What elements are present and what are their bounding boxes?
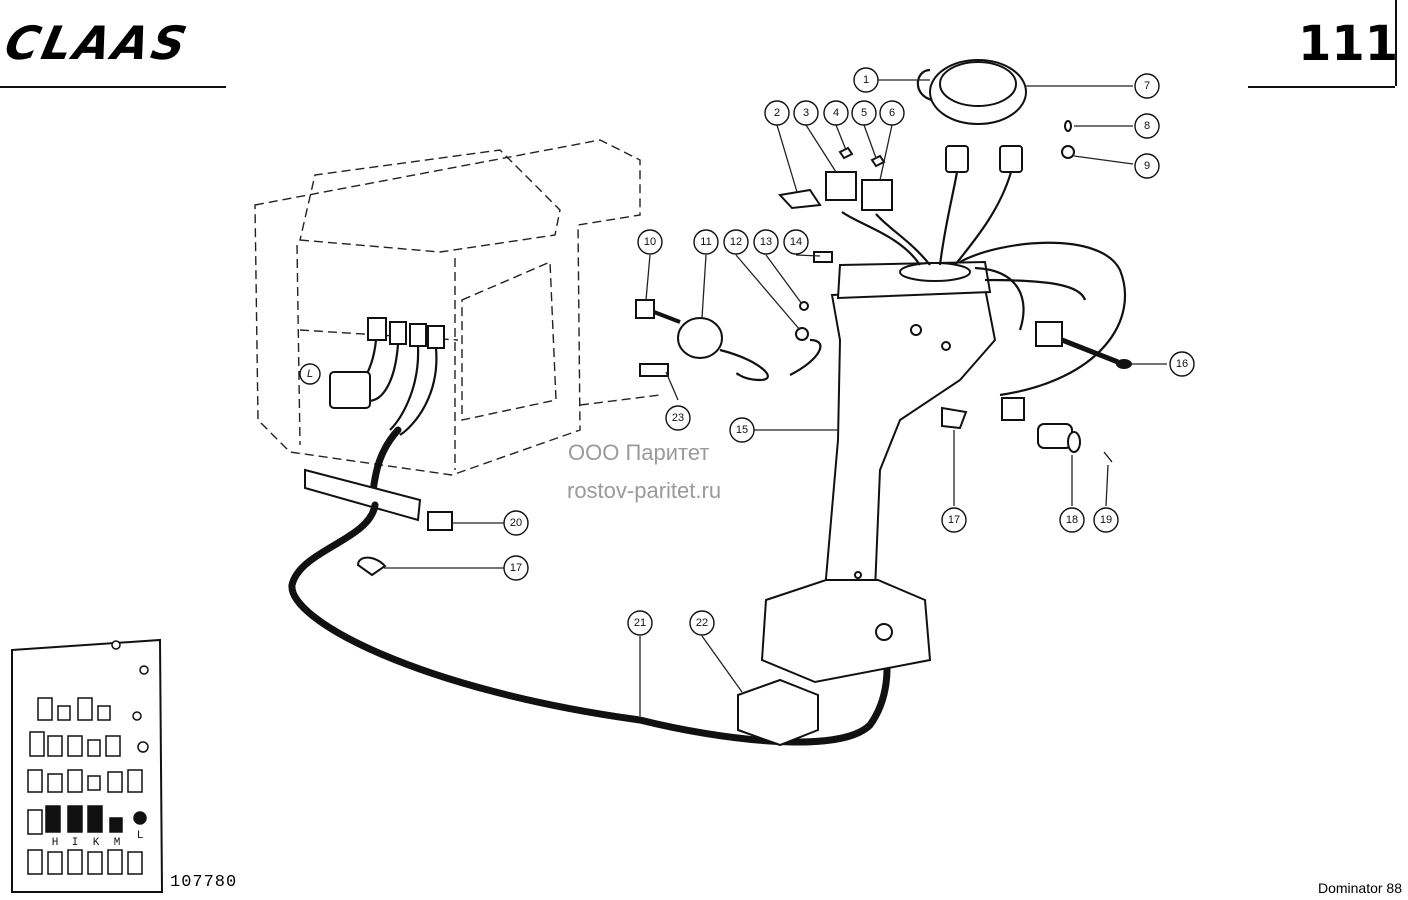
wire-right-a — [974, 266, 1025, 331]
conduit-21 — [288, 501, 891, 746]
callout-15: 15 — [736, 424, 748, 436]
callout-21: 21 — [634, 617, 646, 629]
callout-18: 18 — [1066, 514, 1078, 526]
callout-19: 19 — [1100, 514, 1112, 526]
callout-11: 11 — [700, 236, 711, 248]
fuse-label-m: M — [114, 837, 121, 849]
wire-right-b — [984, 278, 1087, 301]
callout-14: 14 — [790, 236, 802, 248]
fuse-box: H I K M L — [11, 638, 164, 893]
part-16-switch — [1035, 321, 1132, 369]
top-connector-b — [999, 145, 1023, 173]
watermark-company: ООО Паритет — [568, 440, 710, 465]
callout-7: 7 — [1144, 80, 1150, 92]
wire-right-loop — [959, 241, 1127, 397]
cab-outline — [254, 139, 661, 476]
callout-13: 13 — [760, 236, 772, 248]
fuse-label-l: L — [137, 830, 144, 842]
part-11-switch — [677, 317, 723, 359]
part-9 — [1061, 145, 1075, 159]
callout-4: 4 — [833, 107, 839, 119]
part-12 — [795, 327, 809, 341]
cable-bracket — [304, 468, 422, 522]
watermark-url: rostov-paritet.ru — [567, 478, 722, 503]
callout-9: 9 — [1144, 160, 1150, 172]
callout-group — [299, 67, 1195, 636]
callout-8: 8 — [1144, 120, 1150, 132]
page-number: 111 — [1298, 16, 1399, 72]
callout-20: 20 — [510, 517, 522, 529]
callout-23: 23 — [672, 412, 684, 424]
part-15-column — [760, 260, 997, 684]
part-19 — [1103, 451, 1113, 463]
cab-harness — [329, 317, 445, 504]
fuse-label-k: K — [93, 837, 100, 849]
part-3-switch — [825, 171, 857, 201]
fuse-label-i: I — [72, 837, 79, 849]
callout-labels: 1 7 8 9 2 3 4 5 6 10 11 12 13 14 15 16 1… — [307, 74, 1188, 629]
callout-10: 10 — [644, 236, 656, 248]
part-10-key — [635, 299, 655, 319]
part-22-block — [737, 678, 819, 747]
callout-l: L — [307, 368, 313, 380]
part-8 — [1064, 120, 1072, 132]
callout-17-lower: 17 — [510, 562, 522, 574]
top-connector-a — [945, 145, 969, 173]
callout-17-upper: 17 — [948, 514, 960, 526]
leader-lines — [384, 79, 1167, 716]
model-name: Dominator 88 — [1317, 880, 1402, 896]
part-23-clip — [639, 363, 669, 377]
fuse-label-h: H — [52, 837, 59, 849]
part-17-clip-lower — [356, 556, 387, 577]
part-6-switch — [861, 179, 893, 211]
callout-1: 1 — [863, 74, 869, 86]
part-17-clip-upper — [941, 406, 968, 430]
figure-number: 107780 — [170, 873, 238, 892]
callout-2: 2 — [774, 107, 780, 119]
part-20-nut — [427, 511, 453, 531]
callout-16: 16 — [1176, 358, 1188, 370]
part-7-gauge — [916, 59, 1027, 125]
part-5 — [870, 154, 886, 168]
part-14 — [813, 251, 833, 263]
callout-3: 3 — [803, 107, 809, 119]
callout-22: 22 — [696, 617, 708, 629]
ignition-parts — [635, 251, 833, 382]
callout-6: 6 — [889, 107, 895, 119]
part-18-socket — [1001, 397, 1081, 453]
callout-12: 12 — [730, 236, 742, 248]
callout-5: 5 — [861, 107, 867, 119]
part-2-plate — [778, 188, 822, 210]
